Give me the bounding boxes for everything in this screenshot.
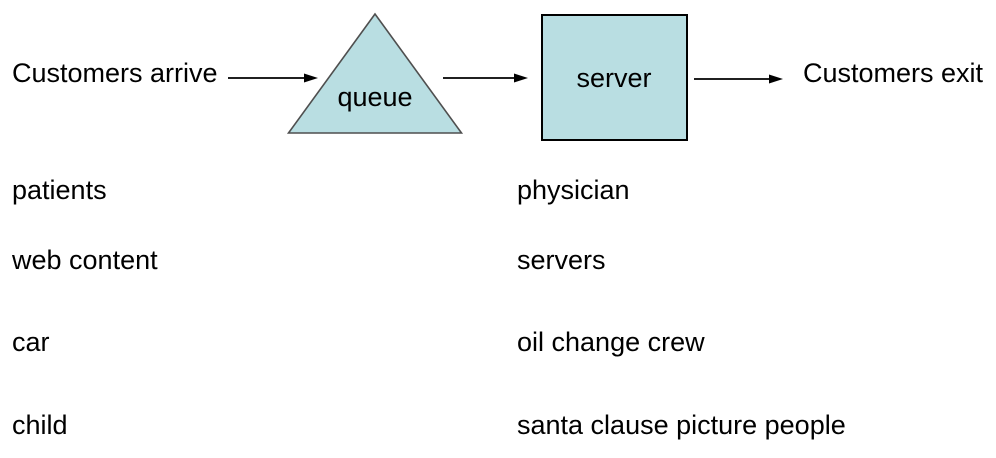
- arrow-server-to-exit: [694, 74, 783, 84]
- server-example-label: oil change crew: [517, 327, 705, 357]
- server-example-label: santa clause picture people: [517, 410, 846, 440]
- customer-example-label: car: [12, 327, 50, 357]
- arrow-arrive-to-queue: [228, 73, 318, 83]
- example-row: web content servers: [0, 245, 996, 276]
- customer-example-label: patients: [12, 175, 107, 205]
- server-label: server: [576, 63, 652, 93]
- queue-triangle-shape: [286, 12, 464, 134]
- example-row: child santa clause picture people: [0, 410, 996, 441]
- customers-exit-label: Customers exit: [803, 58, 984, 88]
- arrowhead-icon: [769, 74, 783, 84]
- arrowhead-icon: [514, 73, 528, 83]
- customer-example-label: web content: [12, 245, 158, 275]
- server-example-label: servers: [517, 245, 606, 275]
- server-example-label: physician: [517, 175, 630, 205]
- customers-arrive-label: Customers arrive: [12, 58, 218, 88]
- queue-label: queue: [337, 82, 413, 112]
- arrowhead-icon: [304, 73, 318, 83]
- example-row: patients physician: [0, 175, 996, 206]
- arrow-queue-to-server: [443, 73, 528, 83]
- example-row: car oil change crew: [0, 327, 996, 358]
- customer-example-label: child: [12, 410, 68, 440]
